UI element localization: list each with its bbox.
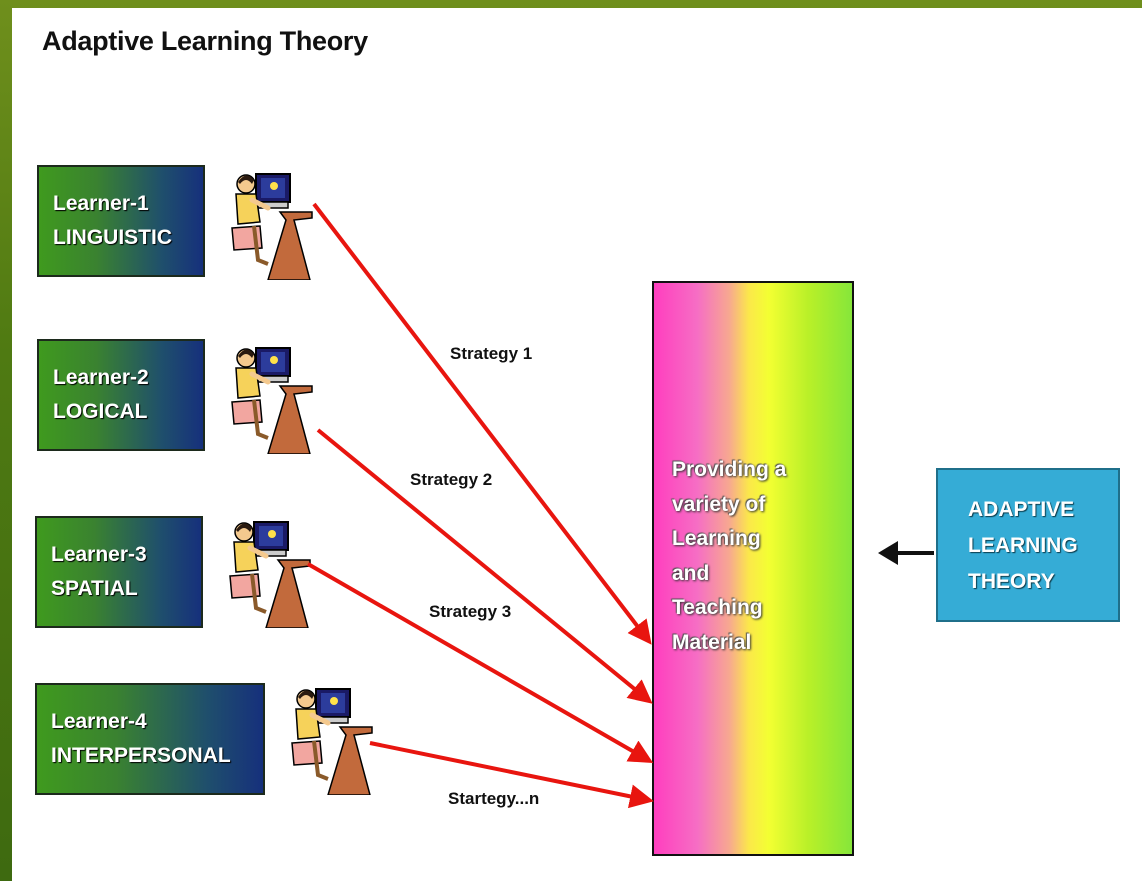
- adaptive-theory-box: ADAPTIVE LEARNING THEORY: [936, 468, 1120, 622]
- material-box: Providing a variety of Learning and Teac…: [652, 281, 854, 856]
- learner-at-computer-icon: [291, 688, 373, 795]
- strategy-3-arrow: [307, 562, 654, 763]
- strategy-2-arrow: [316, 428, 653, 704]
- adaptive-line-3: THEORY: [968, 570, 1055, 593]
- learner-at-computer-icon: [231, 173, 313, 280]
- learner-at-computer-icon: [231, 347, 313, 454]
- strategy-1-arrow: [312, 202, 652, 645]
- learner-4-type: INTERPERSONAL: [51, 744, 231, 767]
- learner-1-type: LINGUISTIC: [53, 226, 172, 249]
- learner-2-type: LOGICAL: [53, 400, 148, 423]
- strategy-n-label: Startegy...n: [448, 789, 540, 808]
- strategy-n-arrow: [369, 741, 654, 809]
- learner-box-4: Learner-4 INTERPERSONAL: [35, 683, 265, 795]
- slide-canvas: Adaptive Learning Theory Learner-1 LINGU…: [12, 8, 1142, 881]
- material-line-3: Learning: [672, 527, 761, 550]
- learner-box-1: Learner-1 LINGUISTIC: [37, 165, 205, 277]
- left-arrow-icon: [878, 541, 934, 565]
- strategy-2-label: Strategy 2: [410, 470, 493, 489]
- material-line-1: Providing a: [672, 458, 787, 481]
- material-line-2: variety of: [672, 492, 766, 516]
- learner-1-name: Learner-1: [53, 192, 149, 215]
- material-line-5: Teaching: [672, 596, 763, 619]
- learner-2-name: Learner-2: [53, 366, 149, 389]
- adaptive-line-2: LEARNING: [968, 534, 1078, 557]
- material-text: Providing a variety of Learning and Teac…: [672, 453, 802, 660]
- learner-4-name: Learner-4: [51, 710, 147, 733]
- strategy-1-label: Strategy 1: [450, 344, 533, 363]
- strategy-3-label: Strategy 3: [429, 602, 512, 621]
- learner-3-type: SPATIAL: [51, 577, 138, 600]
- learner-3-name: Learner-3: [51, 543, 147, 566]
- slide-title: Adaptive Learning Theory: [42, 26, 368, 56]
- material-line-4: and: [672, 561, 710, 585]
- learner-box-2: Learner-2 LOGICAL: [37, 339, 205, 451]
- adaptive-line-1: ADAPTIVE: [968, 498, 1075, 521]
- learner-box-3: Learner-3 SPATIAL: [35, 516, 203, 628]
- material-line-6: Material: [672, 630, 752, 654]
- learner-at-computer-icon: [229, 521, 311, 628]
- connector-arrows: [307, 202, 934, 809]
